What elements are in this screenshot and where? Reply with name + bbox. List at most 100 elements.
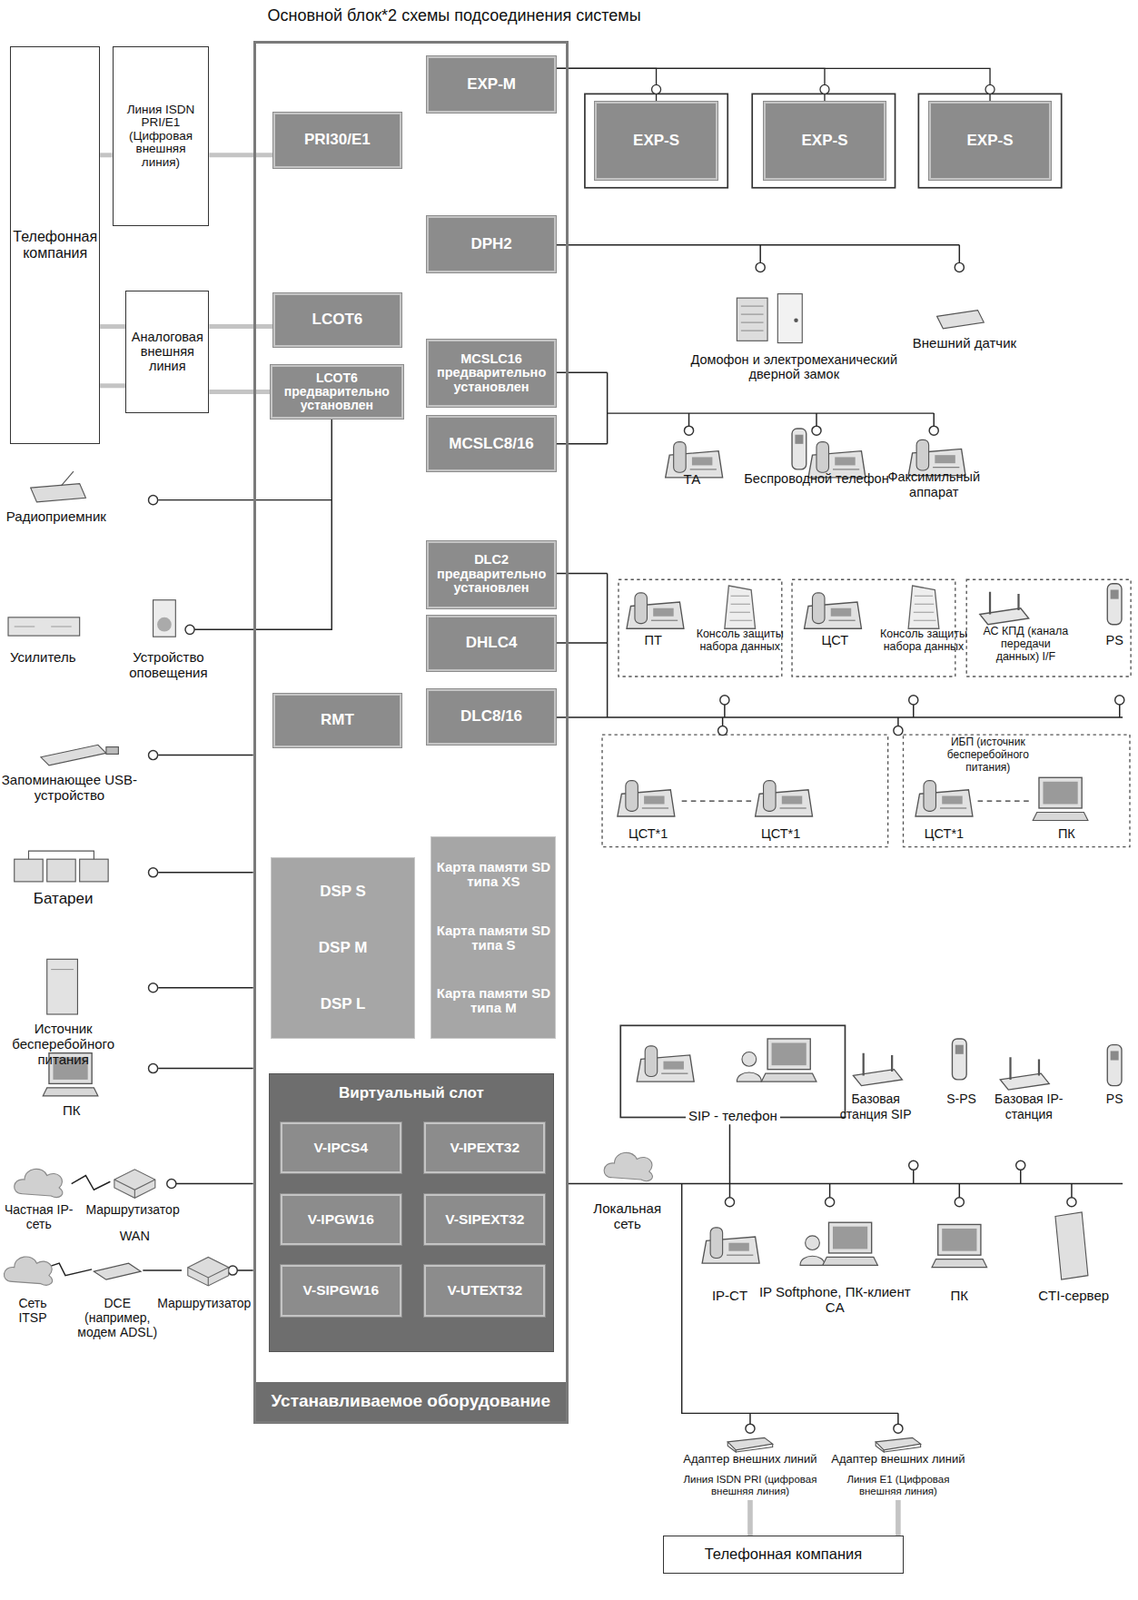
- device-label: ТА: [671, 471, 713, 487]
- device-label: ЦСТ*1: [617, 826, 679, 842]
- door-phone-icon: [736, 294, 802, 344]
- cloud-icon: [603, 1152, 653, 1181]
- ip-phone-icon: [702, 1227, 760, 1264]
- router-icon: [114, 1169, 156, 1198]
- box-label: LCOT6 предварительно установлен: [272, 371, 402, 413]
- device-label: IP-CT: [699, 1287, 761, 1304]
- connector: [555, 68, 656, 102]
- box-label: DSP M: [318, 940, 368, 957]
- device-label: Маршрутизатор: [81, 1202, 184, 1218]
- box-label: DSP S: [319, 883, 367, 901]
- connector: [99, 383, 126, 388]
- box-label: Телефонная компания: [12, 228, 98, 261]
- sip-phone-icon: [636, 1046, 694, 1082]
- dpt-icon: [915, 781, 973, 817]
- diagram-title: Основной блок*2 схемы подсоединения сист…: [198, 6, 710, 26]
- card-box: EXP-S: [763, 101, 887, 179]
- virtual-card: V-IPEXT32: [424, 1122, 545, 1174]
- junction: [148, 262, 1125, 1434]
- connector: [99, 324, 126, 329]
- dsp-box: DSP S DSP M DSP L: [270, 857, 416, 1040]
- box-label: DLC2 предварительно установлен: [428, 553, 555, 596]
- sd-card-box: Карта памяти SD типа XS Карта памяти SD т…: [430, 836, 556, 1040]
- box-label: LCOT6: [312, 311, 364, 328]
- band-label: Устанавливаемое оборудование: [256, 1382, 566, 1422]
- pc-icon: [822, 1222, 879, 1266]
- pc-icon: [761, 1039, 817, 1082]
- device-label: S-PS: [940, 1091, 983, 1107]
- frame: [584, 93, 1062, 1118]
- cloud-icon: [14, 1168, 63, 1198]
- card-box: PRI30/E1: [273, 112, 401, 169]
- device-label: Факсимильный аппарат: [882, 469, 985, 500]
- device-label: Устройство оповещения: [117, 649, 219, 682]
- box-label: Карта памяти SD типа M: [433, 986, 554, 1016]
- virtual-card: V-IPGW16: [280, 1194, 402, 1246]
- cloud-icon: [3, 1256, 52, 1286]
- device-label: Сеть ITSP: [2, 1296, 62, 1326]
- device-label: Домофон и электромеханический дверной за…: [686, 352, 901, 383]
- card-box: EXP-M: [426, 56, 557, 113]
- device-label: Линия E1 (Цифровая внешняя линия): [825, 1474, 971, 1498]
- line-box: Линия ISDN PRI/E1 (Цифровая внешняя лини…: [112, 46, 210, 228]
- device-label: ПК: [50, 1102, 92, 1119]
- box-label: MCSLC16 предварительно установлен: [428, 352, 555, 396]
- device-label: Источник бесперебойного питания: [0, 1020, 127, 1069]
- card-box: DLC2 предварительно установлен: [426, 541, 557, 609]
- ps-icon: [1107, 1045, 1122, 1087]
- box-label: EXP-M: [466, 76, 516, 93]
- device-label: Внешний датчик: [903, 335, 1027, 351]
- card-box: MCSLC16 предварительно установлен: [426, 339, 557, 407]
- connector: [208, 152, 274, 158]
- connector: [555, 68, 990, 102]
- device-label: WAN: [112, 1228, 158, 1245]
- pt-icon: [626, 593, 684, 629]
- box-label: V-UTEXT32: [446, 1283, 523, 1299]
- device-label: ПК: [1046, 826, 1088, 842]
- sensor-icon: [937, 310, 985, 329]
- device-icon: [3, 294, 1122, 1453]
- device-label: ЦСТ: [814, 633, 856, 649]
- device-label: ПТ: [633, 633, 674, 649]
- box-label: Линия ISDN PRI/E1 (Цифровая внешняя лини…: [116, 103, 207, 170]
- user-icon: [736, 1052, 762, 1083]
- telco-box: Телефонная компания: [9, 46, 100, 445]
- box-label: Виртуальный слот: [338, 1085, 485, 1102]
- device-label: SIP - телефон: [685, 1108, 781, 1124]
- device-label: CTI-сервер: [1022, 1287, 1125, 1304]
- box-label: Карта памяти SD типа S: [433, 923, 554, 953]
- base-icon: [852, 1053, 902, 1087]
- device-label: ЦСТ*1: [913, 826, 975, 842]
- virtual-card: V-SIPEXT32: [424, 1194, 545, 1246]
- radio-icon: [30, 471, 87, 503]
- box-label: DHLC4: [465, 634, 518, 652]
- box-label: DSP L: [320, 996, 367, 1013]
- dce-icon: [93, 1263, 141, 1280]
- box-label: V-SIPGW16: [303, 1283, 380, 1299]
- ps-icon: [951, 1039, 967, 1080]
- dpt-icon: [755, 781, 813, 817]
- device-label: ЦСТ*1: [750, 826, 812, 842]
- device-label: Консоль защиты набора данных: [692, 627, 787, 654]
- battery-icon: [14, 851, 109, 882]
- box-label: Карта памяти SD типа XS: [433, 860, 554, 890]
- device-label: Запоминающее USB-устройство: [0, 771, 144, 804]
- card-box: MCSLC8/16: [426, 415, 557, 472]
- server-icon: [1055, 1212, 1089, 1280]
- box-label: V-IPGW16: [307, 1212, 375, 1228]
- device-label: АС КПД (канала передачи данных) I/F: [980, 624, 1071, 664]
- device-label: Усилитель: [0, 649, 87, 665]
- device-label: Адаптер внешних линий: [826, 1453, 970, 1467]
- main-unit: Устанавливаемое оборудование EXP-M PRI30/E…: [253, 40, 569, 1425]
- card-box: EXP-S: [594, 101, 718, 179]
- virtual-card: V-SIPGW16: [280, 1265, 402, 1317]
- connector: [208, 389, 270, 395]
- box-label: V-IPCS4: [314, 1140, 368, 1157]
- device-label: Радиоприемник: [0, 508, 115, 525]
- device-label: PS: [1098, 633, 1130, 649]
- dpt-icon: [617, 781, 675, 817]
- group-frame: [602, 579, 1131, 847]
- device-label: Беспроводной телефон: [734, 471, 899, 487]
- device-label: Частная IP-сеть: [1, 1202, 76, 1232]
